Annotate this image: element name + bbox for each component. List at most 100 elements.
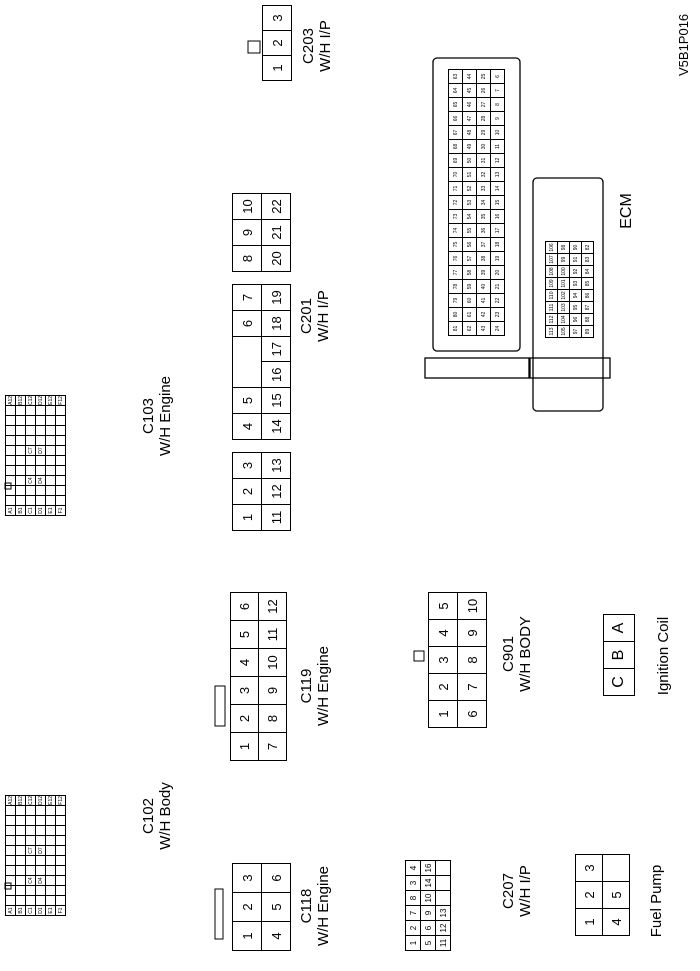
ecm-pin: 88 xyxy=(581,313,594,326)
ecm-pin: 60 xyxy=(462,293,477,308)
pin: 18 xyxy=(261,310,291,337)
ecm-pin: 29 xyxy=(476,125,491,140)
pin: 4 xyxy=(232,413,262,440)
pin: 12 xyxy=(261,478,291,505)
ecm-pin: 55 xyxy=(462,223,477,238)
pin: 7 xyxy=(457,673,487,701)
ecm-pin: 20 xyxy=(490,265,505,280)
ecm-latch-b xyxy=(529,357,611,379)
pin: 1 xyxy=(232,921,262,951)
gap xyxy=(262,440,291,453)
ecm-pin: 86 xyxy=(581,289,594,302)
ecm-pin: 42 xyxy=(476,307,491,322)
pin: 10 xyxy=(457,592,487,620)
gap xyxy=(233,272,262,285)
pin: 11 xyxy=(261,504,291,531)
ecm-pin: 79 xyxy=(448,293,463,308)
fuel-pump-label: Fuel Pump xyxy=(648,864,665,938)
ecm-pin: 31 xyxy=(476,153,491,168)
pin: 2 xyxy=(232,478,262,505)
ecm-pin: 108 xyxy=(545,265,558,278)
pin: 12 xyxy=(258,592,287,621)
pin: 3 xyxy=(232,452,262,479)
pin: 13 xyxy=(435,905,451,921)
ecm-pin: 110 xyxy=(545,289,558,302)
ecm-pin: 78 xyxy=(448,279,463,294)
ecm-pin: 11 xyxy=(490,139,505,154)
pin: 6 xyxy=(232,310,262,337)
ecm-pin: 26 xyxy=(476,83,491,98)
pin: 5 xyxy=(420,935,436,951)
pin: 4 xyxy=(230,648,259,677)
ecm-pin: 73 xyxy=(448,209,463,224)
pin: 2 xyxy=(575,881,603,909)
pin: 3 xyxy=(232,863,262,893)
pin: 1 xyxy=(405,935,421,951)
pin: 2 xyxy=(230,704,259,733)
ecm-pin: 103 xyxy=(557,301,570,314)
ecm-pin: 6 xyxy=(490,69,505,84)
ecm-pin: 76 xyxy=(448,251,463,266)
c201-pin-grid: 1 2 3 4 5 6 7 8 9 10 11 12 13 14 15 xyxy=(232,193,291,531)
ecm-pin: 65 xyxy=(448,97,463,112)
pin xyxy=(435,890,451,906)
pin: 4 xyxy=(261,921,291,951)
pin: 2 xyxy=(405,920,421,936)
ecm-pin: 107 xyxy=(545,253,558,266)
ecm-pin: 23 xyxy=(490,307,505,322)
pin: 1 xyxy=(262,55,292,81)
ecm-pin: 22 xyxy=(490,293,505,308)
ecm-pin: 113 xyxy=(545,325,558,338)
ecm-pin: 15 xyxy=(490,195,505,210)
ecm-pin: 27 xyxy=(476,97,491,112)
ecm-pin: 80 xyxy=(448,307,463,322)
pin: 2 xyxy=(232,892,262,922)
ecm-pin: 89 xyxy=(581,325,594,338)
pin: 5 xyxy=(261,892,291,922)
ecm-pin: 62 xyxy=(462,321,477,336)
pin: 16 xyxy=(420,860,436,876)
ecm-pin: 14 xyxy=(490,181,505,196)
ecm-pin: 59 xyxy=(462,279,477,294)
ecm-pin: 66 xyxy=(448,111,463,126)
ecm-pin: 16 xyxy=(490,209,505,224)
pin: 2 xyxy=(262,30,292,56)
ecm-pin: 84 xyxy=(581,265,594,278)
pin: 4 xyxy=(405,860,421,876)
ecm-pin: 33 xyxy=(476,181,491,196)
pin: 8 xyxy=(457,646,487,674)
pin: 8 xyxy=(258,704,287,733)
pin: 5 xyxy=(428,592,458,620)
ecm-pin: 68 xyxy=(448,139,463,154)
ecm-pin: 83 xyxy=(581,253,594,266)
pin: 12 xyxy=(435,920,451,936)
ecm-pin: 98 xyxy=(557,241,570,254)
ecm-latch-a xyxy=(424,357,530,379)
diagram-id: V5B1P016 xyxy=(676,13,691,76)
pin: 3 xyxy=(405,875,421,891)
ecm-pin: 50 xyxy=(462,153,477,168)
ecm-pin: 69 xyxy=(448,153,463,168)
ecm-pin: 10 xyxy=(490,125,505,140)
ecm-pin: 46 xyxy=(462,97,477,112)
pin: 1 xyxy=(428,700,458,728)
ecm-pin: 13 xyxy=(490,167,505,182)
pin: 21 xyxy=(261,219,291,246)
ecm-pin: 52 xyxy=(462,181,477,196)
pin: 7 xyxy=(258,732,287,761)
pin: 20 xyxy=(261,245,291,272)
tab-c203 xyxy=(247,40,261,54)
ecm-pin: 70 xyxy=(448,167,463,182)
